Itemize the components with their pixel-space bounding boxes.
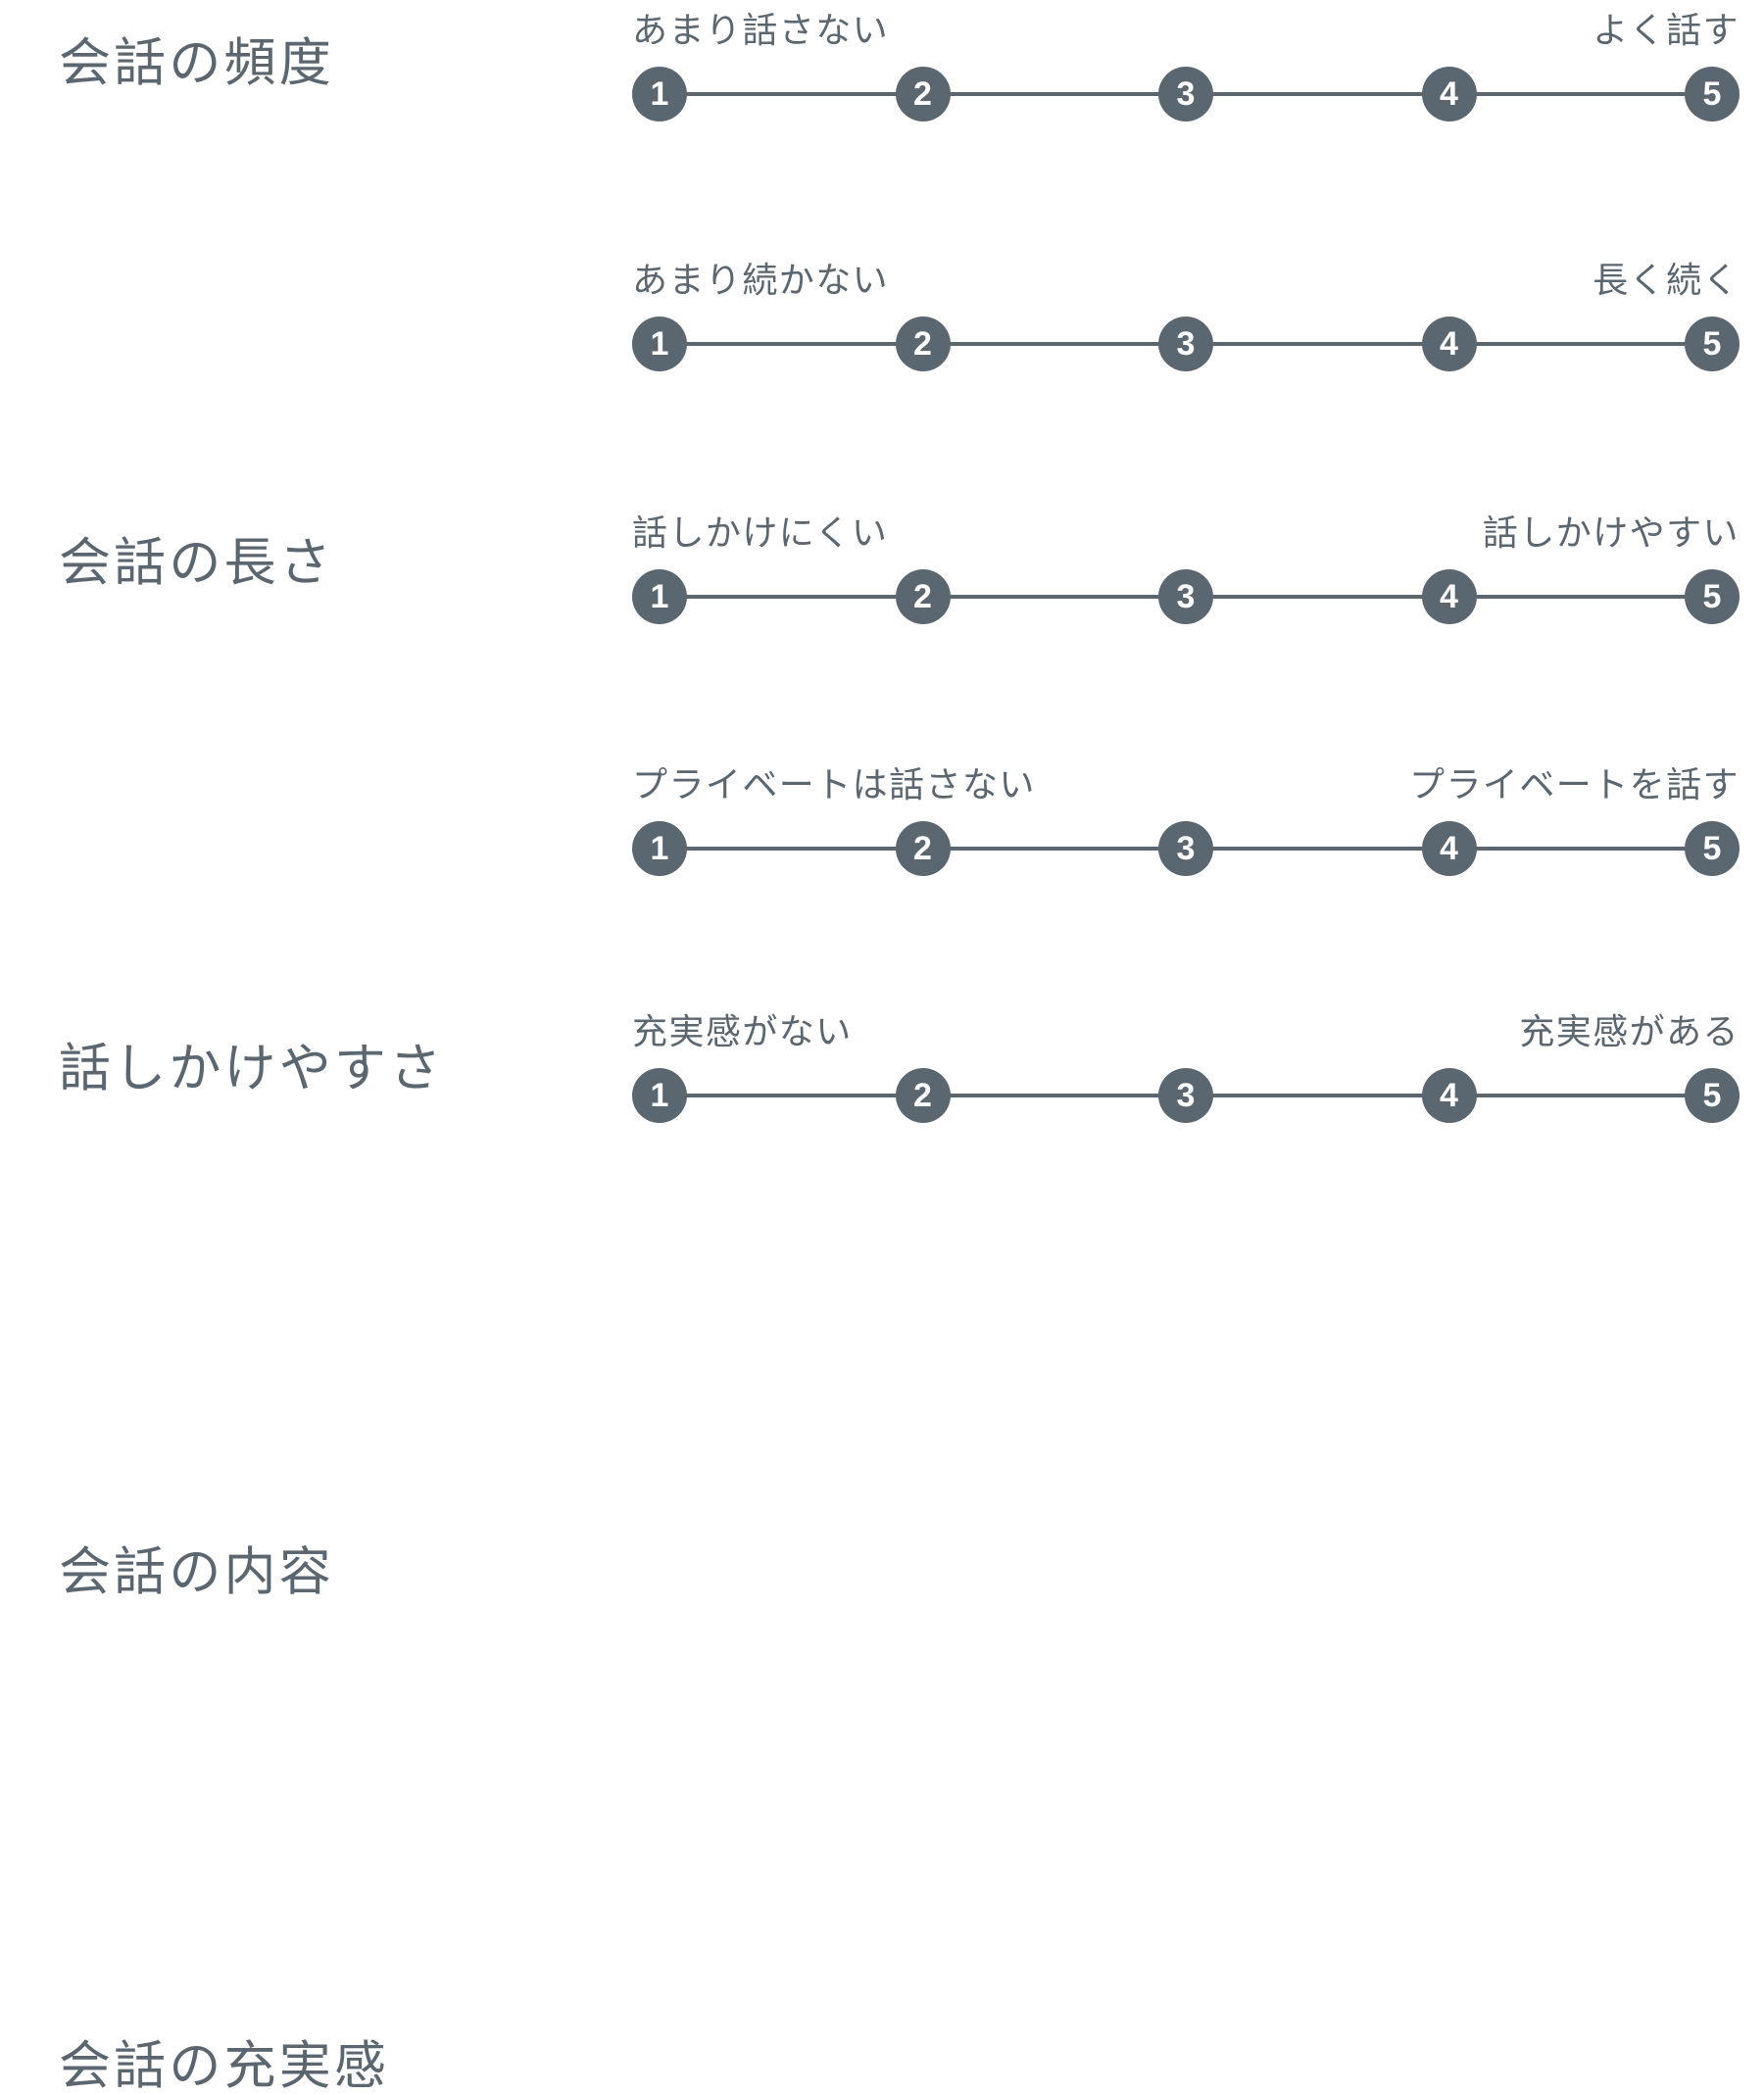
anchor-label-low: あまり続かない — [632, 260, 890, 300]
anchor-label-low: プライベートは話さない — [632, 764, 1036, 804]
anchor-row: 話しかけにくい 話しかけやすい — [632, 511, 1740, 556]
scale-row: 会話の充実感 充実感がない 充実感がある 1 2 3 4 5 — [0, 1001, 1764, 2092]
anchor-label-low: あまり話さない — [632, 10, 890, 50]
scale-point-1[interactable]: 1 — [632, 67, 687, 122]
scale-point-4[interactable]: 4 — [1421, 1068, 1477, 1123]
scale-point-5[interactable]: 5 — [1685, 317, 1740, 371]
scale-track[interactable]: 1 2 3 4 5 — [632, 1068, 1740, 1123]
anchor-row: プライベートは話さない プライベートを話す — [632, 762, 1740, 807]
anchor-label-low: 充実感がない — [632, 1011, 853, 1051]
scale-point-5[interactable]: 5 — [1685, 821, 1740, 876]
scale-track[interactable]: 1 2 3 4 5 — [632, 821, 1740, 876]
scale-point-1[interactable]: 1 — [632, 1068, 687, 1123]
scale-block: あまり続かない 長く続く 1 2 3 4 5 — [632, 250, 1740, 521]
anchor-label-high: 話しかけやすい — [1482, 512, 1740, 553]
scale-track[interactable]: 1 2 3 4 5 — [632, 317, 1740, 371]
scale-point-5[interactable]: 5 — [1685, 569, 1740, 624]
scale-point-3[interactable]: 3 — [1158, 569, 1213, 624]
scale-block: あまり話さない よく話す 1 2 3 4 5 — [632, 0, 1740, 271]
anchor-label-high: 長く続く — [1592, 260, 1740, 300]
scale-row: 会話の長さ あまり続かない 長く続く 1 2 3 4 5 — [0, 250, 1764, 589]
scale-point-4[interactable]: 4 — [1421, 821, 1477, 876]
scale-row: 会話の内容 プライベートは話さない プライベートを話す 1 2 3 4 5 — [0, 755, 1764, 1598]
anchor-label-high: 充実感がある — [1519, 1011, 1740, 1051]
question-label: 会話の長さ — [59, 534, 334, 592]
scale-row: 話しかけやすさ 話しかけにくい 話しかけやすい 1 2 3 4 5 — [0, 503, 1764, 1095]
anchor-row: あまり続かない 長く続く — [632, 258, 1740, 303]
scale-point-1[interactable]: 1 — [632, 821, 687, 876]
scale-point-2[interactable]: 2 — [895, 1068, 951, 1123]
anchor-label-high: プライベートを話す — [1409, 764, 1740, 804]
scale-row: 会話の頻度 あまり話さない よく話す 1 2 3 4 5 — [0, 0, 1764, 271]
scale-point-2[interactable]: 2 — [895, 821, 951, 876]
scale-point-5[interactable]: 5 — [1685, 1068, 1740, 1123]
scale-point-4[interactable]: 4 — [1421, 569, 1477, 624]
scale-block: 話しかけにくい 話しかけやすい 1 2 3 4 5 — [632, 503, 1740, 774]
scale-point-1[interactable]: 1 — [632, 317, 687, 371]
question-label: 会話の充実感 — [59, 2037, 390, 2095]
scale-point-3[interactable]: 3 — [1158, 1068, 1213, 1123]
scale-block: プライベートは話さない プライベートを話す 1 2 3 4 5 — [632, 755, 1740, 1026]
scale-point-4[interactable]: 4 — [1421, 317, 1477, 371]
scale-track[interactable]: 1 2 3 4 5 — [632, 67, 1740, 122]
anchor-label-high: よく話す — [1592, 10, 1740, 50]
scale-point-2[interactable]: 2 — [895, 569, 951, 624]
scale-track[interactable]: 1 2 3 4 5 — [632, 569, 1740, 624]
scale-block: 充実感がない 充実感がある 1 2 3 4 5 — [632, 1001, 1740, 1273]
question-label: 話しかけやすさ — [59, 1040, 445, 1097]
question-label: 会話の頻度 — [59, 34, 334, 92]
scale-point-4[interactable]: 4 — [1421, 67, 1477, 122]
scale-point-2[interactable]: 2 — [895, 67, 951, 122]
scale-point-2[interactable]: 2 — [895, 317, 951, 371]
anchor-label-low: 話しかけにくい — [632, 512, 889, 553]
scale-point-1[interactable]: 1 — [632, 569, 687, 624]
question-label: 会話の内容 — [59, 1543, 334, 1601]
anchor-row: 充実感がない 充実感がある — [632, 1009, 1740, 1054]
scale-point-5[interactable]: 5 — [1685, 67, 1740, 122]
scale-point-3[interactable]: 3 — [1158, 317, 1213, 371]
scale-point-3[interactable]: 3 — [1158, 67, 1213, 122]
scale-point-3[interactable]: 3 — [1158, 821, 1213, 876]
anchor-row: あまり話さない よく話す — [632, 8, 1740, 53]
